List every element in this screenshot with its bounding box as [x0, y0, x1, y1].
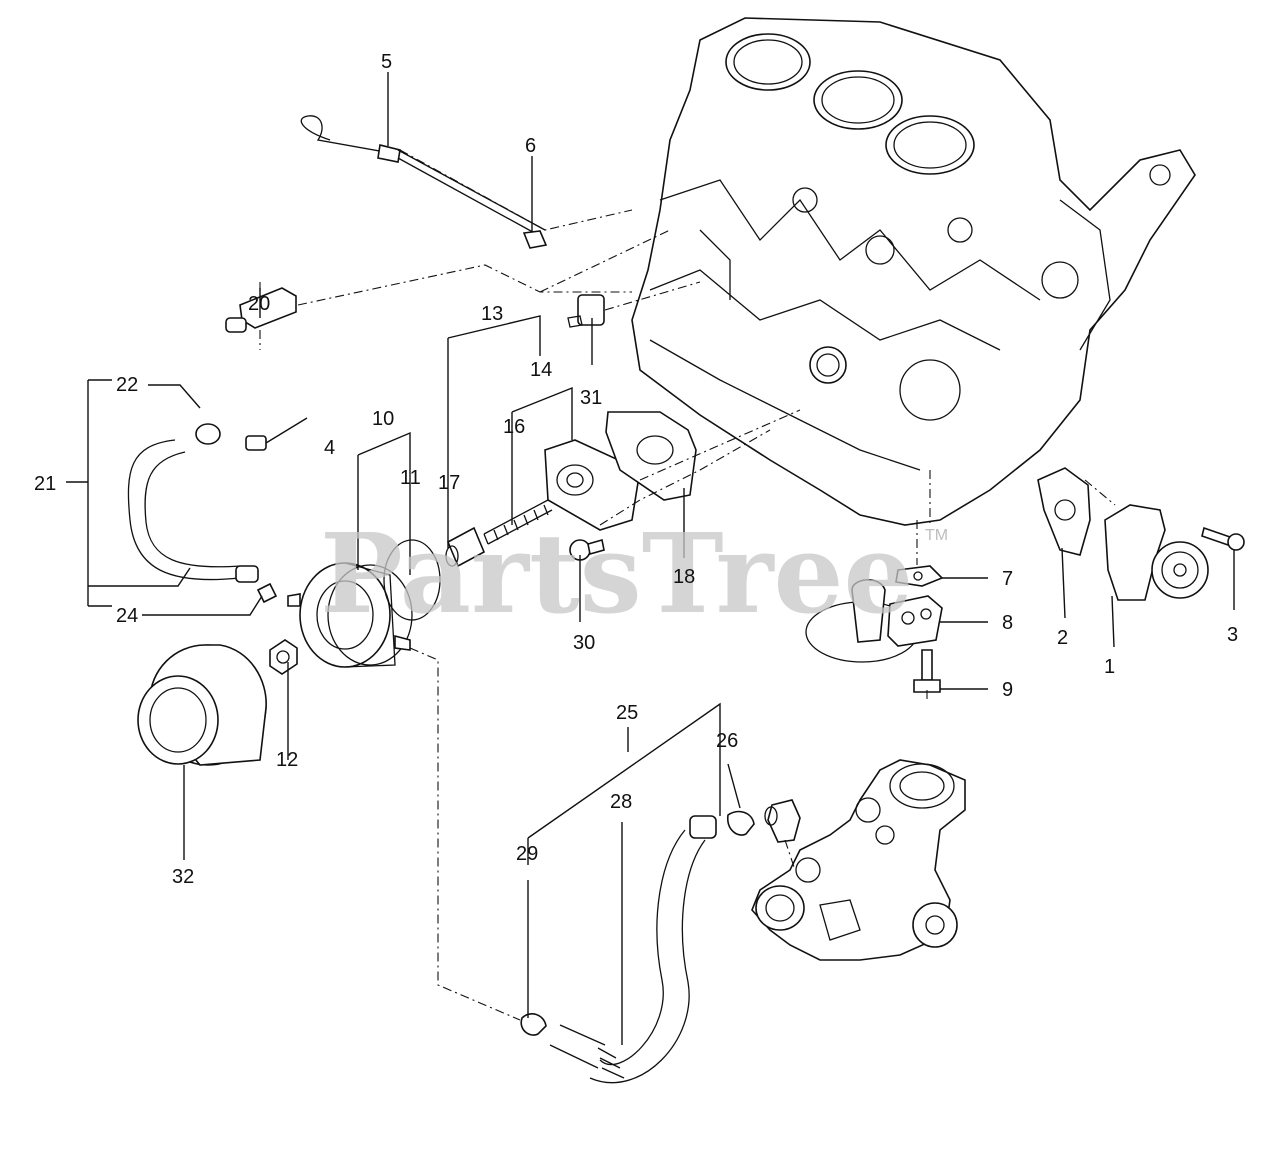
oil-cooler [287, 562, 413, 668]
callout-label: 8 [1002, 612, 1013, 634]
dipstick [300, 115, 546, 237]
adapter-bolt [569, 538, 605, 561]
callout-label: 3 [1227, 624, 1238, 646]
watermark: PartsTree TM [320, 509, 948, 638]
pump-gasket [1037, 467, 1091, 556]
callout-label: 13 [481, 303, 503, 325]
water-pump-housing [751, 759, 966, 961]
callout-label: 4 [324, 437, 335, 459]
watermark-trademark: TM [925, 527, 948, 544]
oil-filter [137, 644, 267, 766]
strainer-bracket [887, 595, 943, 647]
callout-label: 22 [116, 374, 138, 396]
callout-label: 10 [372, 408, 394, 430]
callout-label: 21 [34, 473, 56, 495]
oil-hose [127, 423, 278, 604]
drain-plug [245, 435, 267, 451]
callout-label: 14 [530, 359, 552, 381]
callout-label: 30 [573, 632, 595, 654]
leader-lines [66, 72, 1235, 1045]
dipstick-tube [522, 230, 548, 249]
hose-clamp [727, 810, 755, 836]
callout-label: 7 [1002, 568, 1013, 590]
fitting [225, 287, 297, 333]
relief-valve [445, 526, 486, 568]
callout-label: 20 [248, 293, 270, 315]
callout-label: 16 [503, 416, 525, 438]
callout-label: 12 [276, 749, 298, 771]
callout-label: 18 [673, 566, 695, 588]
callout-label: 6 [525, 135, 536, 157]
callout-label: 5 [381, 51, 392, 73]
callout-label: 9 [1002, 679, 1013, 701]
callout-label: 29 [516, 843, 538, 865]
callout-label: 28 [610, 791, 632, 813]
callout-label: 11 [400, 467, 421, 489]
callout-label: 24 [116, 605, 138, 627]
adapter-gasket [605, 411, 697, 501]
pump-bolt [1201, 526, 1245, 551]
callout-label: 32 [172, 866, 194, 888]
return-hose [549, 815, 717, 1084]
lower-clamp [520, 1013, 547, 1036]
gasket [383, 539, 441, 621]
strainer-gasket [895, 565, 944, 587]
elbow-fitting [764, 799, 801, 843]
callout-label: 25 [616, 702, 638, 724]
nut [269, 639, 298, 675]
callout-label: 17 [438, 472, 460, 494]
strainer-bolt [913, 649, 941, 693]
oil-pressure-switch [567, 294, 605, 328]
cylinder-block [631, 17, 1196, 526]
relief-spring [483, 499, 553, 545]
callout-label: 2 [1057, 627, 1068, 649]
callout-label: 26 [716, 730, 738, 752]
watermark-text: PartsTree [320, 509, 914, 638]
callout-labels: 1 2 3 4 5 6 7 8 9 10 11 12 13 14 16 17 1… [34, 51, 1238, 888]
callout-label: 1 [1104, 656, 1115, 678]
callout-label: 31 [580, 387, 602, 409]
oil-pump [1104, 504, 1209, 601]
